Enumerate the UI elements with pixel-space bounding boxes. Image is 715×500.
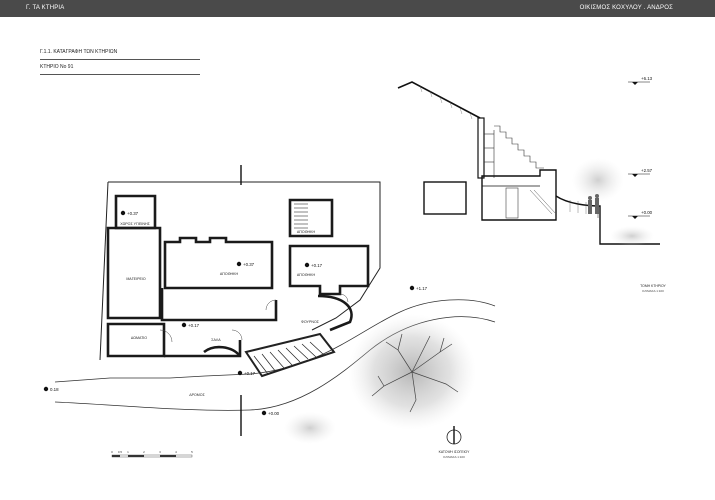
room-label-bathroom: ΧΩΡΟΣ ΥΓΙΕΙΝΗΣ <box>120 222 150 226</box>
header-bar: Γ. ΤΑ ΚΤΗΡΙΑ ΟΙΚΙΣΜΟΣ ΚΟΧΥΛΟΥ . ΑΝΔΡΟΣ <box>0 0 715 17</box>
railing <box>569 200 587 214</box>
level-value: +0.00 <box>268 411 280 416</box>
wall <box>288 198 334 238</box>
site-boundary <box>99 181 109 361</box>
section-level-value: +0.00 <box>641 210 653 215</box>
wall <box>203 345 242 357</box>
scale-label: 2 <box>143 450 145 454</box>
level-marker: +0.17 <box>181 322 200 328</box>
wall <box>317 294 353 332</box>
plan-scale: ΚΛΙΜΑΚΑ 1:100 <box>443 455 465 459</box>
level-marker: +0.37 <box>120 210 139 216</box>
wall <box>160 288 278 322</box>
scale-label: 4 <box>175 450 177 454</box>
tree <box>284 314 476 444</box>
room-label-storage-right: ΑΠΟΘΗΚΗ <box>297 273 316 277</box>
scale-label: 0 <box>111 450 113 454</box>
section-tree <box>572 158 654 246</box>
scale-bar: 0 0.5 1 2 3 4 5 <box>111 450 193 458</box>
level-marker: +1.17 <box>409 285 428 291</box>
road-edge <box>54 373 251 383</box>
section-block <box>423 181 467 215</box>
section-level-value: +6.13 <box>641 76 653 81</box>
title-rule <box>40 59 200 60</box>
level-marker: +0.37 <box>236 261 255 267</box>
settlement-title: ΟΙΚΙΣΜΟΣ ΚΟΧΥΛΟΥ . ΑΝΔΡΟΣ <box>579 5 673 11</box>
site-boundary <box>108 181 381 331</box>
walls <box>106 194 370 358</box>
level-marker: 0.18 <box>43 386 59 392</box>
scale-label: 1 <box>127 450 129 454</box>
wall <box>106 322 166 358</box>
level-value: +1.17 <box>416 286 428 291</box>
roof-line <box>397 81 481 119</box>
building-id: ΚΤΗΡΙΟ No 91 <box>40 64 74 70</box>
room-label-road: ΔΡΟΜΟΣ <box>189 393 205 397</box>
level-value: +0.17 <box>311 263 323 268</box>
ground-line <box>555 195 660 245</box>
level-value: +0.37 <box>243 262 255 267</box>
section-door <box>505 187 519 219</box>
room-label-oven: ΦΟΥΡΝΟΣ <box>301 320 320 324</box>
upper-wall <box>477 117 485 179</box>
section-caption: ΤΟΜΗ ΚΤΗΡΙΟΥ <box>640 284 666 288</box>
human-figure <box>588 194 599 214</box>
stairs <box>294 203 308 229</box>
section-level-marker: +0.00 <box>628 210 653 219</box>
level-marker: +0.17 <box>237 370 256 376</box>
level-value: +0.17 <box>188 323 200 328</box>
level-marker: +0.17 <box>304 262 323 268</box>
section-title: Γ.1.1. ΚΑΤΑΓΡΑΦΗ ΤΩΝ ΚΤΗΡΙΩΝ <box>40 49 118 55</box>
room-label-storage-upper: ΑΠΟΘΗΚΗ <box>297 230 316 234</box>
building-section: +6.13 +2.57 +0.00 ΤΟΜΗ ΚΤΗΡΙΟΥ ΚΛΙΜΑΚΑ 1… <box>397 76 667 293</box>
scale-label: 5 <box>191 450 193 454</box>
tree-branches <box>371 333 459 413</box>
level-marker: +0.00 <box>261 410 280 416</box>
level-value: 0.18 <box>50 387 59 392</box>
north-arrow: ΚΑΤΟΨΗ ΙΣΟΓΕΙΟΥ ΚΛΙΜΑΚΑ 1:100 <box>439 426 470 459</box>
floor-plan: ΧΩΡΟΣ ΥΓΙΕΙΝΗΣ ΜΑΓΕΙΡΕΙΟ ΑΠΟΘΗΚΗ ΑΠΟΘΗΚΗ… <box>43 165 496 459</box>
plan-caption: ΚΑΤΟΨΗ ΙΣΟΓΕΙΟΥ <box>439 450 470 454</box>
room-label-storage: ΑΠΟΘΗΚΗ <box>220 272 239 276</box>
section-level-marker: +2.57 <box>628 168 653 177</box>
level-value: +0.17 <box>244 371 256 376</box>
wall <box>288 244 370 296</box>
room-label-bedroom: ΔΩΜΑΤΙΟ <box>131 336 147 340</box>
section-level-value: +2.57 <box>641 168 653 173</box>
stairs <box>244 332 336 378</box>
chapter-title: Γ. ΤΑ ΚΤΗΡΙΑ <box>26 5 65 11</box>
title-rule <box>40 74 200 75</box>
wall <box>106 226 162 320</box>
section-scale: ΚΛΙΜΑΚΑ 1:100 <box>642 289 664 293</box>
wall <box>163 236 274 290</box>
section-floor <box>481 169 557 221</box>
room-label-kitchen: ΜΑΓΕΙΡΕΙΟ <box>126 277 146 281</box>
level-value: +0.37 <box>127 211 139 216</box>
section-level-marker: +6.13 <box>628 76 653 85</box>
scale-label: 0.5 <box>118 450 123 454</box>
section-stair <box>494 125 544 169</box>
door-swings <box>159 293 349 343</box>
scale-label: 3 <box>159 450 161 454</box>
roof-hatch <box>419 85 473 120</box>
room-label-living: ΣΑΛΑ <box>211 338 221 342</box>
